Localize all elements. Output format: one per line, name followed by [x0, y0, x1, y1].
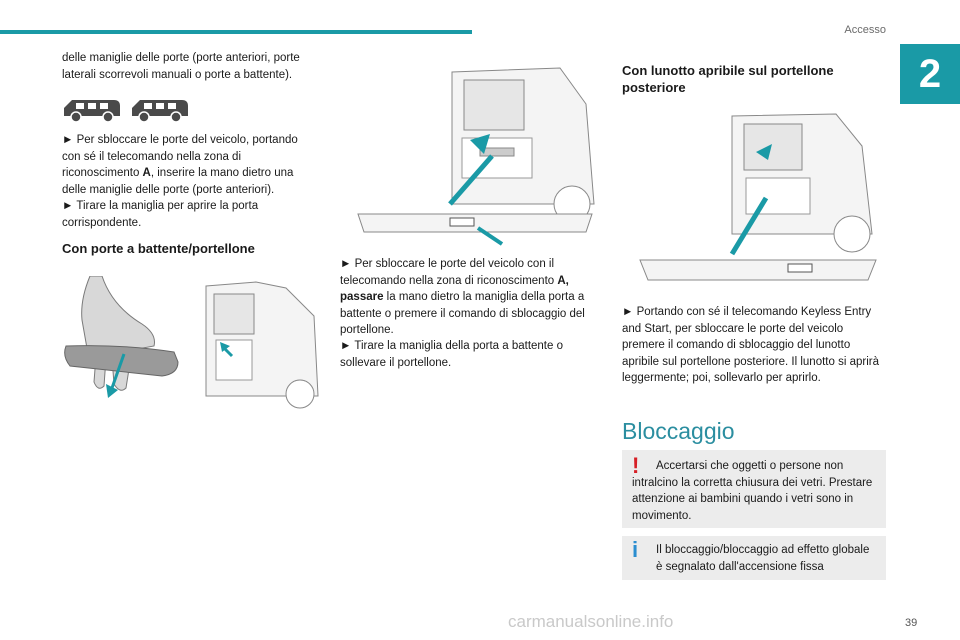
warning-icon: ! [632, 453, 640, 478]
rear-door-illustration [205, 281, 319, 409]
info-text: Il bloccaggio/bloccaggio ad effetto glob… [656, 544, 870, 573]
section-heading: Con porte a battente/portellone [62, 241, 255, 256]
step-paragraph: ► Tirare la maniglia della porta a batte… [340, 340, 563, 369]
intro-paragraph: delle maniglie delle porte (porte anteri… [62, 52, 300, 81]
page-number: 39 [905, 617, 918, 629]
hand-handle-illustration [64, 276, 179, 398]
step-paragraph: ► Per sbloccare le porte del veicolo, po… [62, 134, 298, 196]
watermark: carmanualsonline.info [508, 612, 674, 631]
section-title: Accesso [844, 24, 886, 36]
info-box: i Il bloccaggio/bloccaggio ad effetto gl… [622, 536, 886, 580]
rear-door-illustration [357, 67, 595, 246]
step-paragraph: ► Per sbloccare le porte del veicolo con… [340, 258, 585, 336]
van-icon [132, 100, 188, 123]
step-paragraph: ► Tirare la maniglia per aprire la porta… [62, 200, 259, 229]
section-title-bloccaggio: Bloccaggio [622, 418, 735, 444]
info-icon: i [632, 537, 639, 562]
section-heading: Con lunotto apribile sul portellone post… [622, 63, 834, 95]
van-icon [64, 100, 120, 123]
chapter-tab: 2 [900, 44, 960, 104]
warning-text: Accertarsi che oggetti o persone non int… [632, 460, 873, 522]
step-paragraph: ► Portando con sé il telecomando Keyless… [622, 306, 879, 384]
rear-window-illustration [639, 113, 877, 281]
header-bar [0, 30, 472, 34]
warning-box: ! Accertarsi che oggetti o persone non i… [622, 450, 886, 528]
